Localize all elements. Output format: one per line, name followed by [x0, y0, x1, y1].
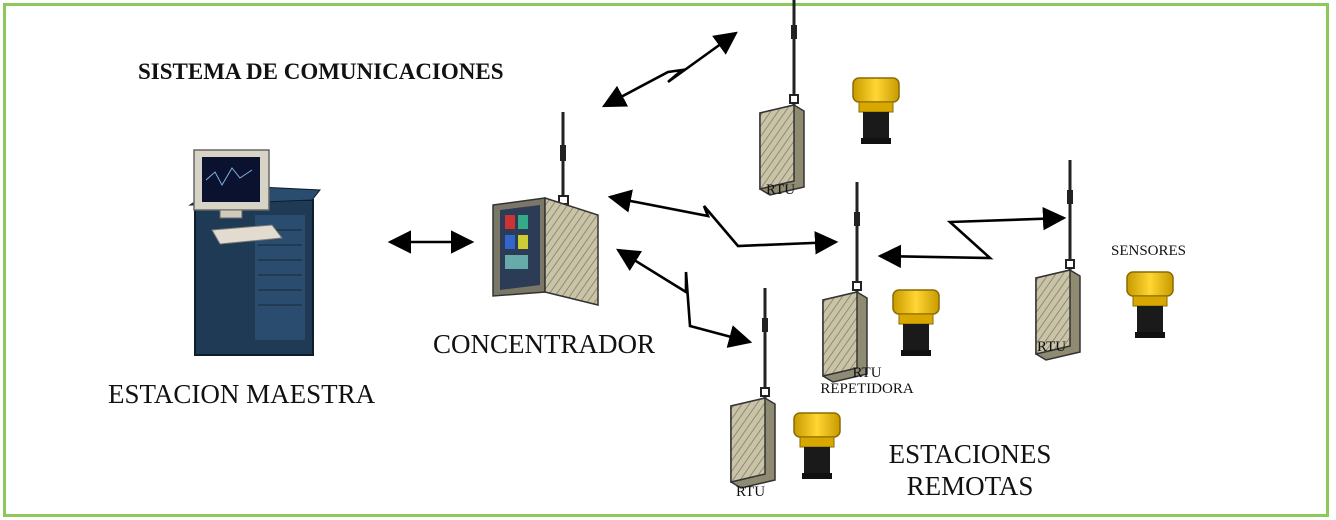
- label-rtu-repeater: RTU REPETIDORA: [812, 365, 922, 398]
- sensor-bottom: [793, 412, 841, 480]
- rtu-repeater: [821, 180, 869, 384]
- label-rtu-bottom: RTU: [736, 484, 766, 500]
- sensor-right: [1126, 271, 1174, 339]
- rtu-top: [758, 0, 806, 197]
- label-rtu-top: RTU: [766, 182, 796, 198]
- link-concentrator-rtu-bottom: [616, 248, 753, 348]
- sensor-repeater: [892, 289, 940, 357]
- label-remote-line1: ESTACIONES: [888, 439, 1052, 469]
- label-rtu-repeater-line2: REPETIDORA: [820, 380, 914, 397]
- sensor-top: [852, 77, 900, 145]
- link-concentrator-rtu-repeater: [607, 189, 839, 255]
- link-repeater-rtu-right: [877, 207, 1067, 269]
- label-concentrator: CONCENTRADOR: [433, 329, 656, 359]
- master-station-computer: [188, 149, 322, 356]
- diagram-title: SISTEMA DE COMUNICACIONES: [138, 59, 504, 84]
- label-master-station: ESTACION MAESTRA: [108, 379, 376, 409]
- rtu-bottom: [729, 286, 777, 490]
- label-rtu-repeater-line1: RTU: [852, 365, 882, 381]
- link-concentrator-rtu-top: [601, 31, 738, 108]
- label-remote-stations: ESTACIONES REMOTAS: [880, 438, 1060, 503]
- label-sensors: SENSORES: [1111, 243, 1187, 259]
- label-remote-line2: REMOTAS: [906, 471, 1034, 502]
- concentrator-cabinet: [492, 112, 599, 306]
- rtu-right: [1034, 158, 1082, 362]
- label-rtu-right: RTU: [1037, 339, 1067, 355]
